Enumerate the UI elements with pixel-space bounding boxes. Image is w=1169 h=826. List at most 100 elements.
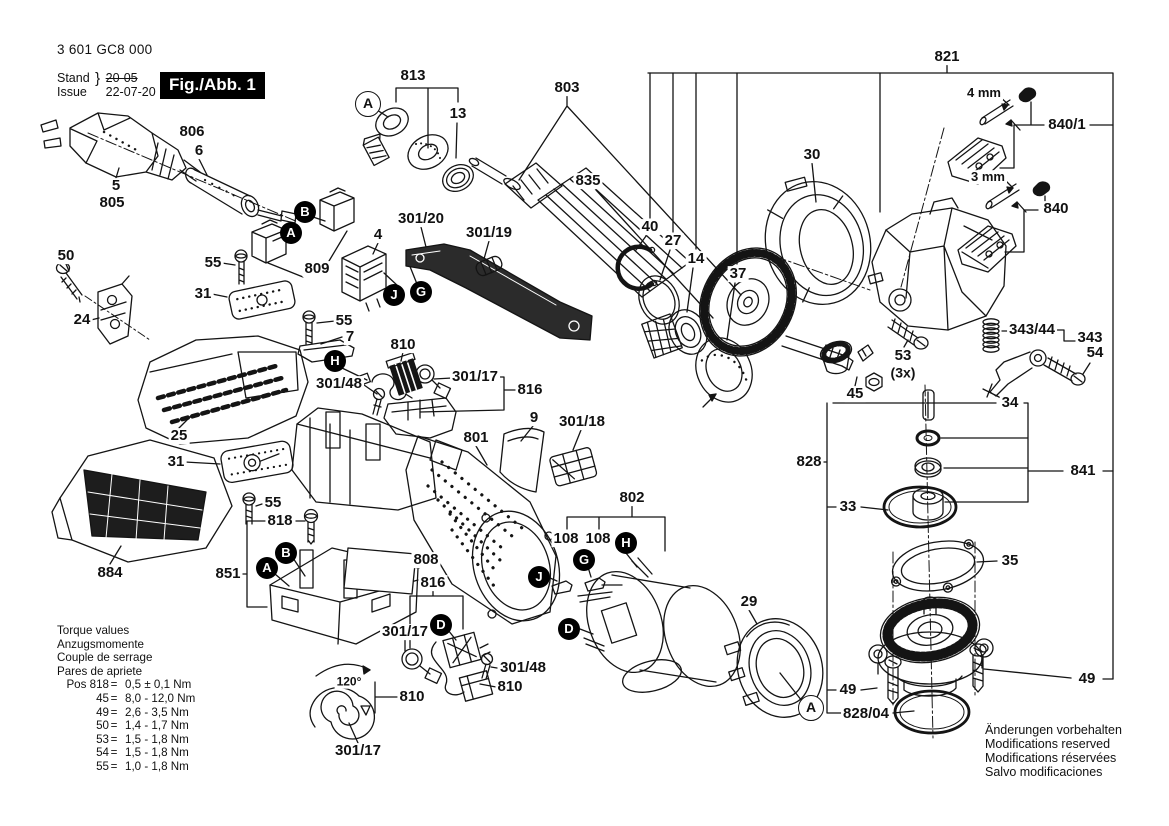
part-label-828: 828 bbox=[794, 453, 824, 471]
part-label-810: 810 bbox=[397, 688, 427, 706]
part-bevel-pinion-45 bbox=[819, 340, 883, 392]
part-pin-301-19 bbox=[475, 255, 503, 277]
issue-label: Issue bbox=[57, 84, 87, 99]
note-line: Änderungen vorbehalten bbox=[985, 723, 1122, 737]
assembly-marker-B: B bbox=[275, 542, 297, 564]
part-label-821: 821 bbox=[932, 48, 962, 66]
part-label-37: 37 bbox=[727, 265, 749, 283]
part-link-arm-301-20 bbox=[405, 243, 593, 341]
part-felt-pad bbox=[641, 313, 683, 359]
modification-notes: Änderungen vorbehalten Modifications res… bbox=[985, 723, 1122, 779]
part-label-6: 6 bbox=[192, 142, 206, 160]
part-screw-54 bbox=[1043, 356, 1086, 386]
part-label-27: 27 bbox=[662, 232, 684, 250]
document-part-number: 3 601 GC8 000 bbox=[57, 42, 153, 57]
assembly-marker-H: H bbox=[615, 532, 637, 554]
part-screws-49 bbox=[884, 643, 987, 705]
part-cover-plate-31b bbox=[220, 440, 294, 484]
part-label-55: 55 bbox=[262, 494, 284, 512]
part-label-31: 31 bbox=[165, 453, 187, 471]
part-film-9 bbox=[499, 427, 545, 493]
part-motor-housing-801 bbox=[291, 407, 561, 625]
assembly-marker-D: D bbox=[430, 614, 452, 636]
part-label-34: 34 bbox=[999, 394, 1021, 412]
part-bracket-24 bbox=[84, 275, 151, 345]
torque-heading: Torque values bbox=[57, 624, 130, 637]
assembly-marker-B: B bbox=[294, 201, 316, 223]
part-gasket-35 bbox=[890, 539, 985, 593]
assembly-marker-A: A bbox=[798, 695, 824, 721]
part-label-45: 45 bbox=[844, 385, 866, 403]
part-spindle-gear-assembly bbox=[868, 596, 994, 697]
part-label-802: 802 bbox=[617, 489, 647, 507]
part-connector-301-18 bbox=[549, 447, 598, 487]
part-label-4: 4 bbox=[371, 226, 385, 244]
part-spring-343-44 bbox=[982, 318, 1000, 353]
part-gear-housing-821 bbox=[871, 197, 1007, 331]
part-screws-55 bbox=[234, 249, 316, 525]
part-label-840-1: 840/1 bbox=[1046, 116, 1088, 134]
part-label-14: 14 bbox=[685, 250, 707, 268]
assembly-marker-A: A bbox=[256, 557, 278, 579]
part-label-53: 53 bbox=[892, 347, 914, 365]
assembly-marker-J: J bbox=[528, 566, 550, 588]
revision-brace: } bbox=[95, 70, 101, 87]
part-label-120-: 120° bbox=[334, 674, 364, 689]
part-label-9: 9 bbox=[527, 409, 541, 427]
stand-label: Stand bbox=[57, 71, 90, 85]
part-label-301-48: 301/48 bbox=[314, 375, 364, 393]
part-label-840: 840 bbox=[1041, 200, 1071, 218]
part-label-805: 805 bbox=[97, 194, 127, 212]
part-label-810: 810 bbox=[495, 678, 525, 696]
part-label-813: 813 bbox=[398, 67, 428, 85]
part-label-55: 55 bbox=[202, 254, 224, 272]
part-label-835: 835 bbox=[573, 172, 603, 190]
part-mesh-cover-884 bbox=[51, 439, 233, 563]
part-flange-ring-37 bbox=[695, 337, 753, 403]
assembly-marker-D: D bbox=[558, 618, 580, 640]
part-label-301-48: 301/48 bbox=[498, 659, 548, 677]
part-label-301-19: 301/19 bbox=[464, 224, 514, 242]
part-end-cap-29 bbox=[723, 618, 824, 718]
assembly-marker-J: J bbox=[383, 284, 405, 306]
note-line: Salvo modificaciones bbox=[985, 765, 1103, 779]
part-label-24: 24 bbox=[71, 311, 93, 329]
part-oring-33 bbox=[882, 485, 958, 529]
part-label-803: 803 bbox=[552, 79, 582, 97]
part-label-7: 7 bbox=[343, 328, 357, 346]
part-label-301-20: 301/20 bbox=[396, 210, 446, 228]
date-new: 22-07-20 bbox=[105, 84, 156, 99]
part-label-801: 801 bbox=[461, 429, 491, 447]
part-label-13: 13 bbox=[447, 105, 469, 123]
part-label-828-04: 828/04 bbox=[841, 705, 891, 723]
date-old: 20-05 bbox=[105, 71, 138, 85]
part-label--3x-: (3x) bbox=[888, 364, 918, 381]
part-label-50: 50 bbox=[55, 247, 77, 265]
part-power-plug-805 bbox=[40, 112, 201, 182]
assembly-marker-H: H bbox=[324, 350, 346, 372]
part-label-851: 851 bbox=[213, 565, 243, 583]
part-label-30: 30 bbox=[801, 146, 823, 164]
part-label-5: 5 bbox=[109, 177, 123, 195]
note-line: Modifications réservées bbox=[985, 751, 1117, 765]
part-switch-group-816-upper bbox=[356, 352, 457, 439]
part-label-809: 809 bbox=[302, 260, 332, 278]
part-label-816: 816 bbox=[515, 381, 545, 399]
part-label-301-17: 301/17 bbox=[450, 368, 500, 386]
part-label-54: 54 bbox=[1084, 344, 1106, 362]
part-label-301-18: 301/18 bbox=[557, 413, 607, 431]
part-label-49: 49 bbox=[1076, 670, 1098, 688]
part-label-31: 31 bbox=[192, 285, 214, 303]
assembly-marker-G: G bbox=[410, 281, 432, 303]
torque-entry: 53=1,5 - 1,8 Nm bbox=[96, 732, 189, 746]
part-label-301-17: 301/17 bbox=[333, 742, 383, 760]
assembly-marker-A: A bbox=[355, 91, 381, 117]
torque-entry: 54=1,5 - 1,8 Nm bbox=[96, 746, 189, 760]
torque-heading: Anzugsmomente bbox=[57, 637, 144, 651]
revision-block: Stand Issue } 20-05 22-07-20 bbox=[57, 70, 156, 99]
part-label-818: 818 bbox=[265, 512, 295, 530]
part-clip-7 bbox=[297, 339, 355, 363]
part-label-808: 808 bbox=[411, 551, 441, 569]
part-bearing-set-813 bbox=[362, 107, 474, 193]
